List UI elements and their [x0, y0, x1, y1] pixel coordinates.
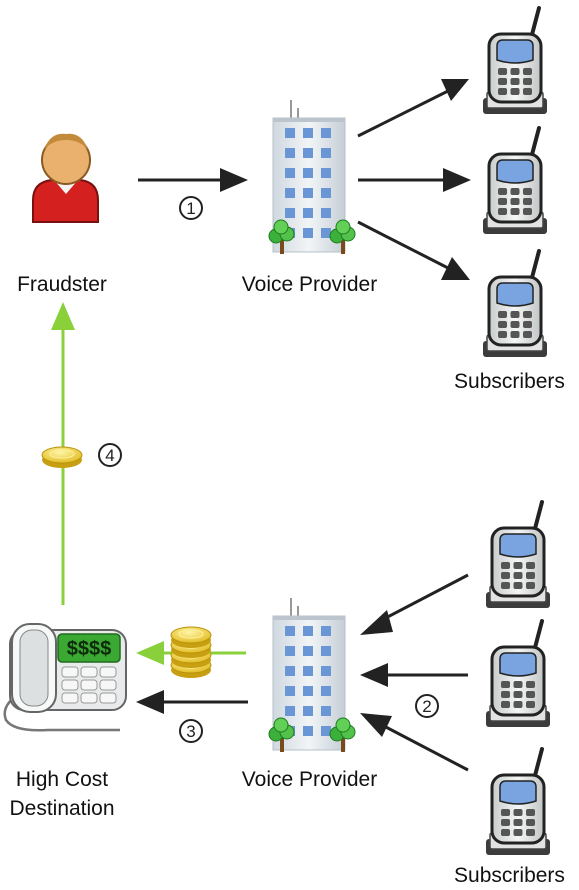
label-voice-provider-bottom: Voice Provider [241, 768, 378, 791]
coin-icon [41, 446, 83, 469]
mobile-phone-icon [481, 126, 549, 236]
arrow-subscriber-to-provider [381, 723, 469, 772]
svg-text:3: 3 [186, 722, 195, 741]
svg-text:1: 1 [186, 199, 195, 218]
mobile-phone-icon [481, 6, 549, 116]
phone-display-text: $$$$ [67, 638, 112, 660]
mobile-phone-icon [484, 619, 552, 729]
label-subscribers-bottom: Subscribers [454, 864, 565, 887]
label-high-cost-line1: High Cost [15, 768, 109, 791]
label-subscribers-top: Subscribers [454, 370, 565, 393]
svg-text:4: 4 [105, 446, 114, 465]
svg-text:2: 2 [422, 697, 431, 716]
mobile-phone-icon [484, 500, 552, 610]
mobile-phone-icon [484, 747, 552, 857]
step-badge-1: 1 [179, 196, 203, 220]
person-icon [32, 133, 99, 223]
label-fraudster: Fraudster [17, 273, 107, 296]
step-badge-2: 2 [415, 694, 439, 718]
building-icon [268, 99, 356, 255]
arrow-provider-to-subscriber [357, 220, 449, 270]
mobile-phone-icon [481, 249, 549, 359]
label-voice-provider-top: Voice Provider [241, 273, 378, 296]
step-badge-4: 4 [98, 443, 122, 467]
step-badge-3: 3 [179, 719, 203, 743]
desk-phone-icon: $$$$ [3, 623, 127, 732]
arrow-provider-to-subscriber [357, 89, 449, 138]
label-high-cost-line2: Destination [9, 797, 115, 820]
coin-stack-icon [170, 626, 212, 679]
building-icon [268, 597, 356, 753]
arrow-subscriber-to-provider [379, 573, 469, 623]
